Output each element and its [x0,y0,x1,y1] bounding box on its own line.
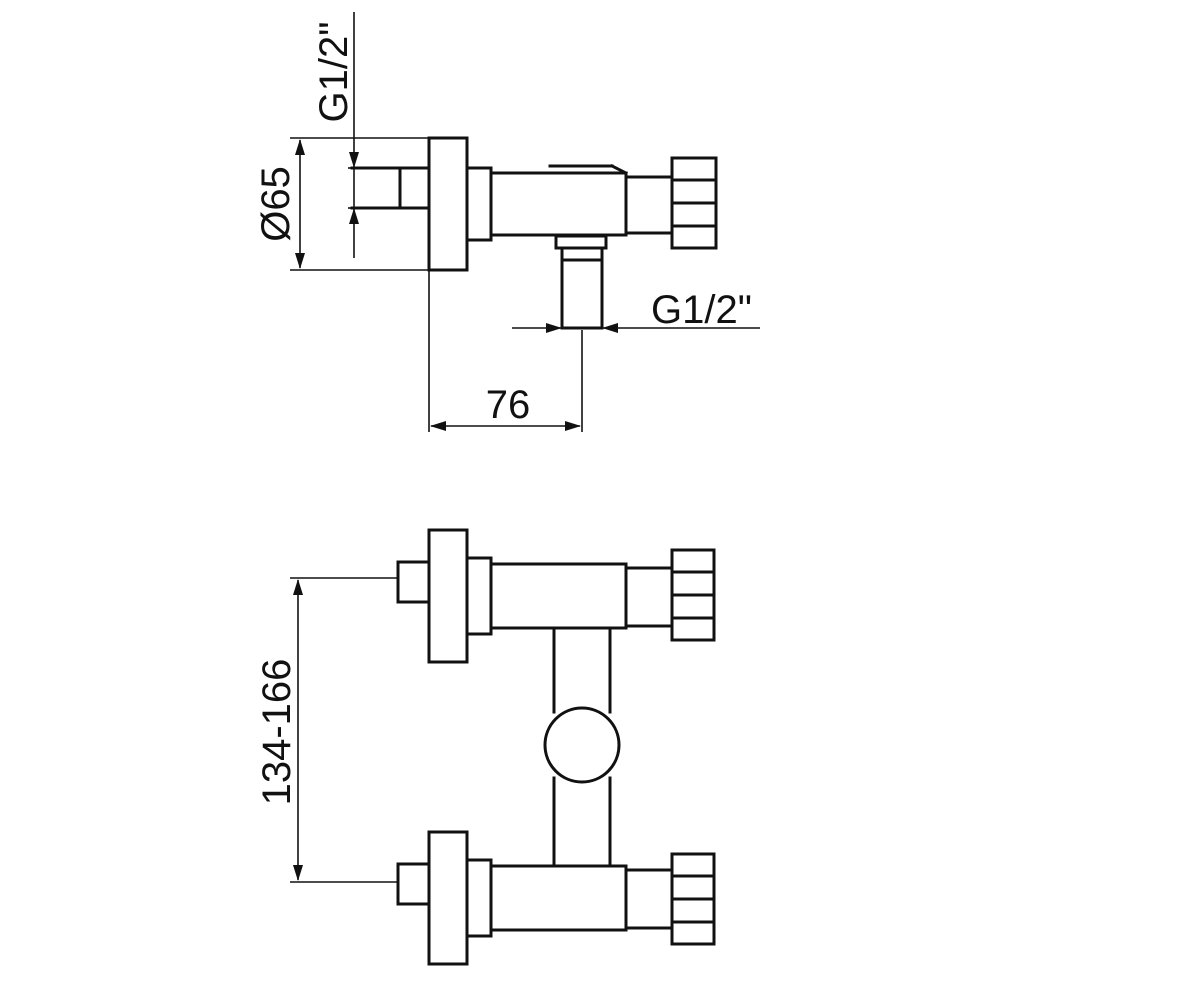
dim-diameter: Ø65 [254,137,429,271]
front-upper-body [489,562,628,630]
dim-outlet-thread: G1/2" [512,288,760,333]
dim-outlet-thread-label: G1/2" [651,288,752,332]
dim-center-distance-label: 134-166 [255,659,299,806]
dim-diameter-label: Ø65 [254,166,298,242]
front-upper-collar [465,556,493,636]
front-lower-handle [670,852,716,946]
dim-top-thread-label: G1/2" [312,22,356,123]
side-eccentric-connector [350,166,431,210]
front-lower-stem [624,868,674,930]
front-connecting-pipe [552,626,612,868]
front-upper-valve [396,528,716,664]
side-body-step-2 [609,163,629,176]
side-handle [670,156,718,250]
front-upper-handle [670,548,716,642]
side-body [489,171,628,237]
front-upper-flange [427,528,469,664]
front-view: 134-166 [255,528,716,966]
dim-depth-label: 76 [486,383,531,427]
dim-top-thread: G1/2" [312,12,360,258]
side-collar [465,166,493,242]
dim-depth: 76 [428,270,583,432]
front-upper-stem [624,566,674,628]
side-handle-stem [624,175,674,235]
front-lower-valve [396,830,716,966]
side-wall-flange [427,136,469,272]
front-lower-body [489,864,628,932]
dim-center-distance: 134-166 [255,577,398,883]
front-upper-eccentric [396,560,431,604]
front-lower-collar [465,858,493,938]
front-lower-eccentric [396,862,431,906]
front-lower-flange [427,830,469,966]
side-outlet [554,234,608,330]
side-view: G1/2" Ø65 G1/2" 76 [254,12,760,432]
front-outlet-circle [543,706,621,784]
